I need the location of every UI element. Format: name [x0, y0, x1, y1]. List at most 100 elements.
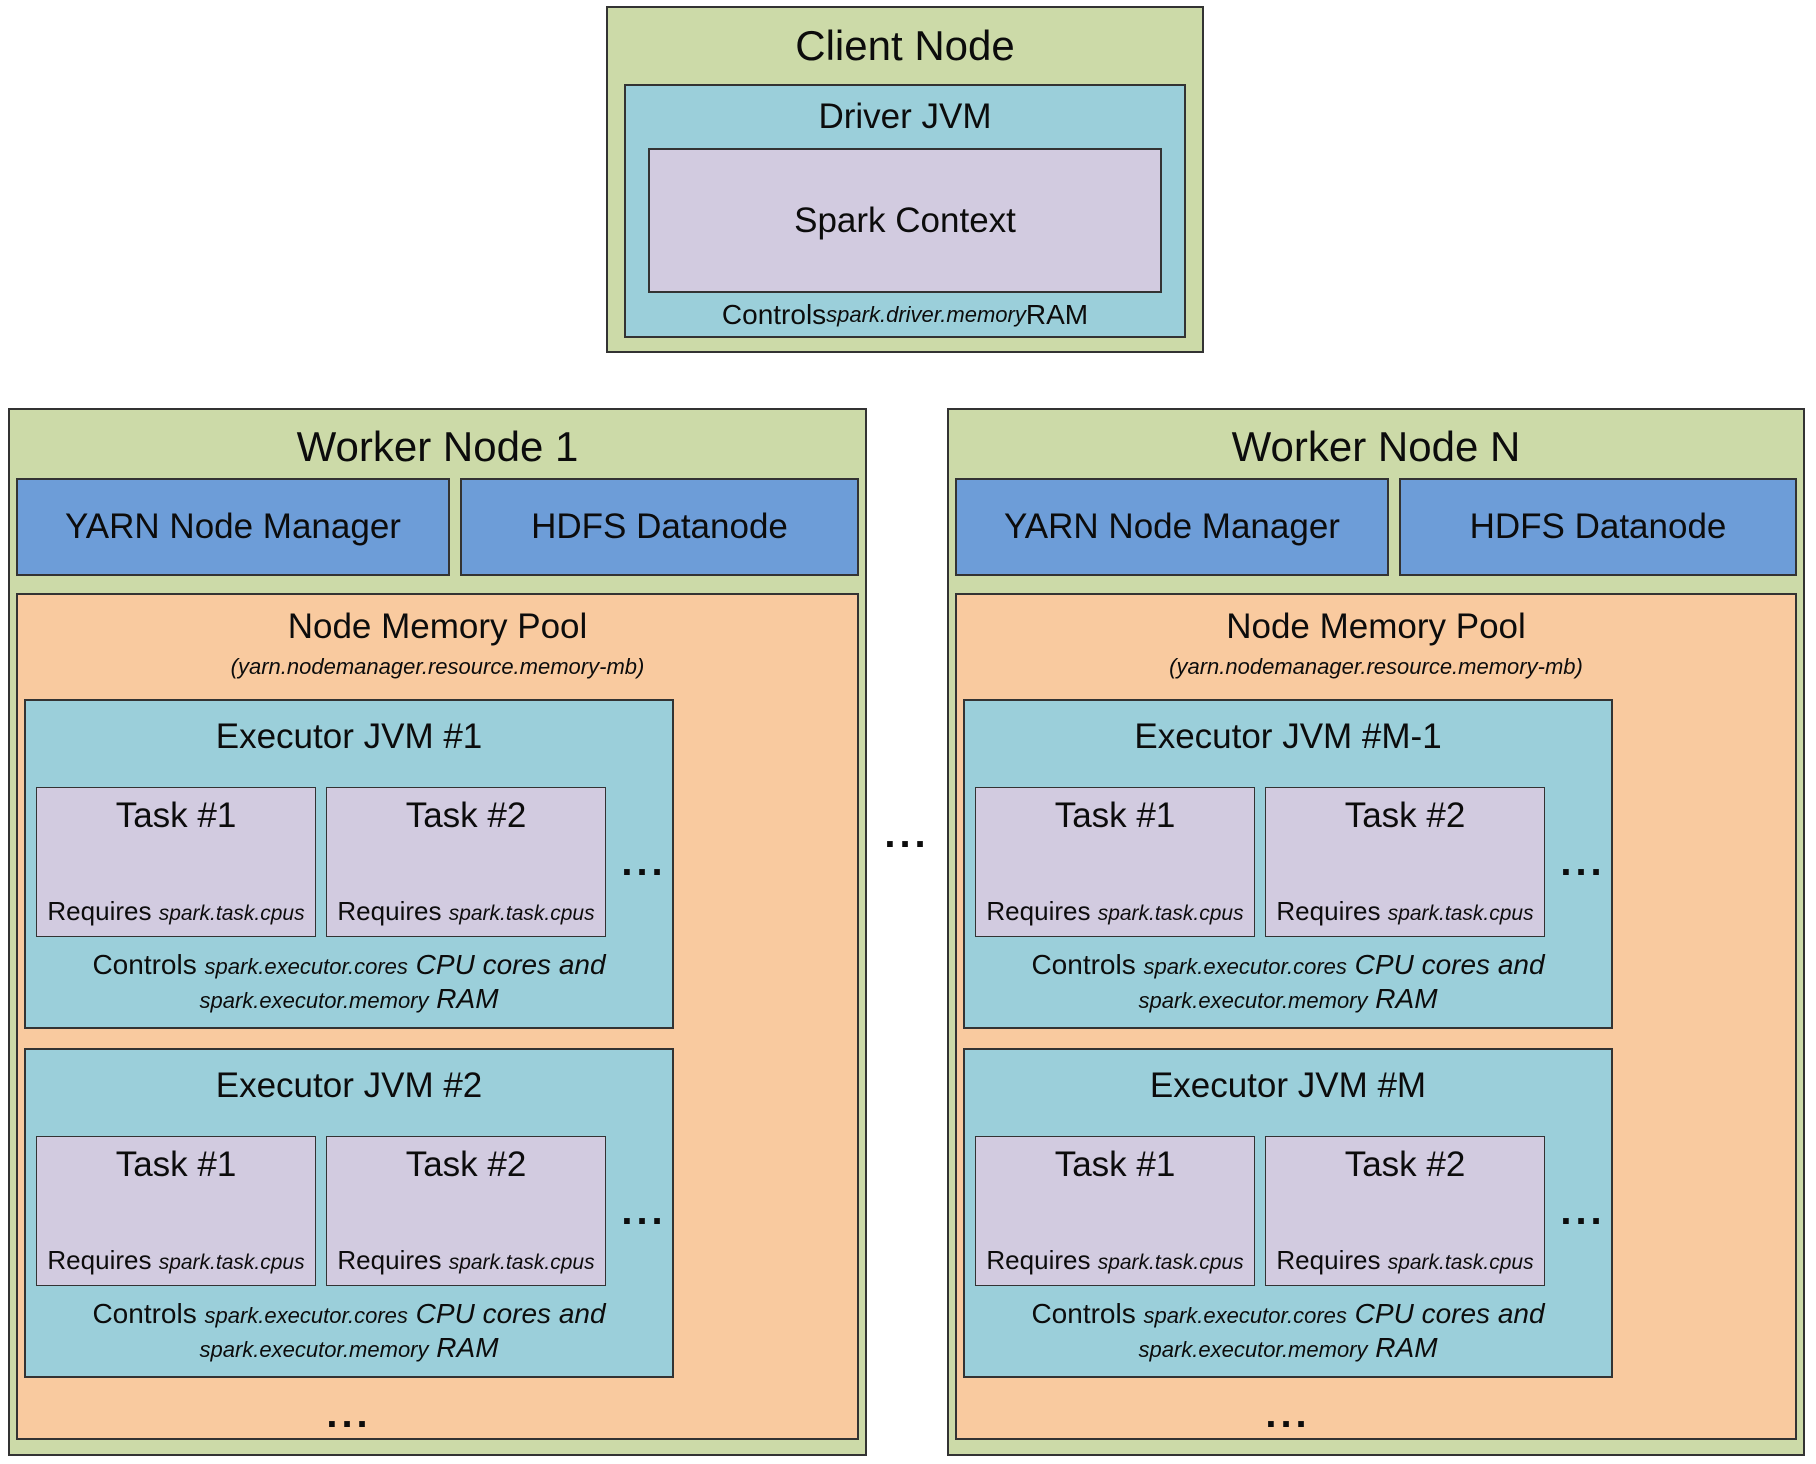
executor-cores-property: spark.executor.cores [1143, 1303, 1347, 1328]
driver-memory-property: spark.driver.memory [826, 301, 1026, 327]
task-row: Task #1 Requires spark.task.cpus Task #2… [975, 1136, 1611, 1286]
task-requires-note: Requires spark.task.cpus [47, 1245, 304, 1276]
task-row: Task #1 Requires spark.task.cpus Task #2… [36, 1136, 672, 1286]
executor-memory-property: spark.executor.memory [199, 1337, 429, 1362]
task-cpus-property: spark.task.cpus [448, 1251, 595, 1274]
executor-controls-line-2: spark.executor.memory RAM [1138, 1332, 1437, 1364]
task-requires-note: Requires spark.task.cpus [337, 1245, 594, 1276]
more-tasks-ellipsis: ... [621, 1188, 667, 1233]
daemon-row: YARN Node Manager HDFS Datanode [16, 478, 859, 576]
controls-prefix: Controls [1031, 1298, 1144, 1329]
driver-jvm-box: Driver JVM Spark Context Controls spark.… [624, 84, 1186, 338]
executor-controls-line-1: Controls spark.executor.cores CPU cores … [92, 1298, 605, 1330]
task-cpus-property: spark.task.cpus [158, 1251, 305, 1274]
requires-prefix: Requires [47, 1245, 159, 1275]
node-memory-pool-title: Node Memory Pool [287, 607, 588, 646]
task-title: Task #1 [115, 796, 237, 835]
node-memory-pool-property: (yarn.nodemanager.resource.memory-mb) [230, 654, 645, 679]
more-executors-ellipsis: ... [1265, 1392, 1311, 1436]
controls-middle: CPU cores and [407, 1298, 606, 1329]
task-title: Task #2 [405, 1145, 527, 1184]
task-cpus-property: spark.task.cpus [1387, 902, 1534, 925]
executor-jvm-title: Executor JVM #2 [215, 1066, 483, 1105]
node-memory-pool-box: Node Memory Pool (yarn.nodemanager.resou… [955, 593, 1797, 1440]
task-row: Task #1 Requires spark.task.cpus Task #2… [36, 787, 672, 937]
task-title: Task #1 [115, 1145, 237, 1184]
task-row: Task #1 Requires spark.task.cpus Task #2… [975, 787, 1611, 937]
yarn-node-manager-box: YARN Node Manager [16, 478, 450, 576]
controls-suffix: RAM [428, 983, 499, 1014]
driver-memory-note: Controls spark.driver.memory RAM [626, 293, 1184, 336]
executor-jvm-title: Executor JVM #M [1149, 1066, 1427, 1105]
worker-node-n-box: Worker Node N YARN Node Manager HDFS Dat… [947, 408, 1805, 1456]
worker-node-1-title: Worker Node 1 [296, 423, 579, 470]
task-cpus-property: spark.task.cpus [1097, 1251, 1244, 1274]
executor-cores-property: spark.executor.cores [204, 954, 408, 979]
task-requires-note: Requires spark.task.cpus [47, 896, 304, 927]
executor-jvm-box: Executor JVM #1 Task #1 Requires spark.t… [24, 699, 674, 1029]
driver-controls-prefix: Controls [721, 298, 827, 330]
requires-prefix: Requires [337, 1245, 449, 1275]
executor-controls-line-1: Controls spark.executor.cores CPU cores … [92, 949, 605, 981]
executor-jvm-title: Executor JVM #1 [215, 717, 483, 756]
executor-controls-line-1: Controls spark.executor.cores CPU cores … [1031, 949, 1544, 981]
executor-cores-property: spark.executor.cores [1143, 954, 1347, 979]
task-requires-note: Requires spark.task.cpus [986, 896, 1243, 927]
task-title: Task #1 [1054, 1145, 1176, 1184]
controls-middle: CPU cores and [1346, 949, 1545, 980]
task-requires-note: Requires spark.task.cpus [1276, 1245, 1533, 1276]
task-box: Task #2 Requires spark.task.cpus [1265, 787, 1545, 937]
task-cpus-property: spark.task.cpus [1387, 1251, 1534, 1274]
requires-prefix: Requires [1276, 896, 1388, 926]
executor-jvm-box: Executor JVM #M-1 Task #1 Requires spark… [963, 699, 1613, 1029]
executor-controls-note: Controls spark.executor.cores CPU cores … [26, 1286, 672, 1376]
executor-controls-note: Controls spark.executor.cores CPU cores … [26, 937, 672, 1027]
task-cpus-property: spark.task.cpus [1097, 902, 1244, 925]
requires-prefix: Requires [986, 896, 1098, 926]
more-workers-ellipsis: ... [884, 812, 930, 856]
more-tasks-ellipsis: ... [621, 839, 667, 884]
executor-controls-line-2: spark.executor.memory RAM [199, 983, 498, 1015]
task-box: Task #1 Requires spark.task.cpus [975, 1136, 1255, 1286]
task-cpus-property: spark.task.cpus [448, 902, 595, 925]
requires-prefix: Requires [1276, 1245, 1388, 1275]
client-node-box: Client Node Driver JVM Spark Context Con… [606, 6, 1204, 353]
controls-suffix: RAM [428, 1332, 499, 1363]
task-requires-note: Requires spark.task.cpus [986, 1245, 1243, 1276]
yarn-node-manager-box: YARN Node Manager [955, 478, 1389, 576]
controls-prefix: Controls [92, 949, 205, 980]
controls-middle: CPU cores and [407, 949, 606, 980]
driver-jvm-title: Driver JVM [818, 97, 992, 136]
task-title: Task #2 [1344, 796, 1466, 835]
driver-controls-suffix: RAM [1025, 298, 1089, 330]
controls-middle: CPU cores and [1346, 1298, 1545, 1329]
task-box: Task #2 Requires spark.task.cpus [326, 1136, 606, 1286]
executor-jvm-box: Executor JVM #2 Task #1 Requires spark.t… [24, 1048, 674, 1378]
executor-memory-property: spark.executor.memory [1138, 988, 1368, 1013]
task-box: Task #2 Requires spark.task.cpus [1265, 1136, 1545, 1286]
executor-controls-line-2: spark.executor.memory RAM [199, 1332, 498, 1364]
executor-controls-note: Controls spark.executor.cores CPU cores … [965, 1286, 1611, 1376]
executor-jvm-title: Executor JVM #M-1 [1134, 717, 1442, 756]
executor-cores-property: spark.executor.cores [204, 1303, 408, 1328]
daemon-row: YARN Node Manager HDFS Datanode [955, 478, 1797, 576]
task-box: Task #1 Requires spark.task.cpus [975, 787, 1255, 937]
executor-controls-line-2: spark.executor.memory RAM [1138, 983, 1437, 1015]
hdfs-datanode-box: HDFS Datanode [460, 478, 859, 576]
client-node-title: Client Node [795, 22, 1015, 69]
more-tasks-ellipsis: ... [1560, 839, 1606, 884]
task-box: Task #1 Requires spark.task.cpus [36, 1136, 316, 1286]
task-requires-note: Requires spark.task.cpus [1276, 896, 1533, 927]
spark-context-box: Spark Context [648, 148, 1162, 293]
task-box: Task #2 Requires spark.task.cpus [326, 787, 606, 937]
node-memory-pool-title: Node Memory Pool [1226, 607, 1526, 646]
controls-prefix: Controls [92, 1298, 205, 1329]
task-cpus-property: spark.task.cpus [158, 902, 305, 925]
more-executors-ellipsis: ... [326, 1392, 372, 1436]
executor-memory-property: spark.executor.memory [1138, 1337, 1368, 1362]
requires-prefix: Requires [337, 896, 449, 926]
executor-controls-note: Controls spark.executor.cores CPU cores … [965, 937, 1611, 1027]
task-box: Task #1 Requires spark.task.cpus [36, 787, 316, 937]
hdfs-datanode-box: HDFS Datanode [1399, 478, 1797, 576]
